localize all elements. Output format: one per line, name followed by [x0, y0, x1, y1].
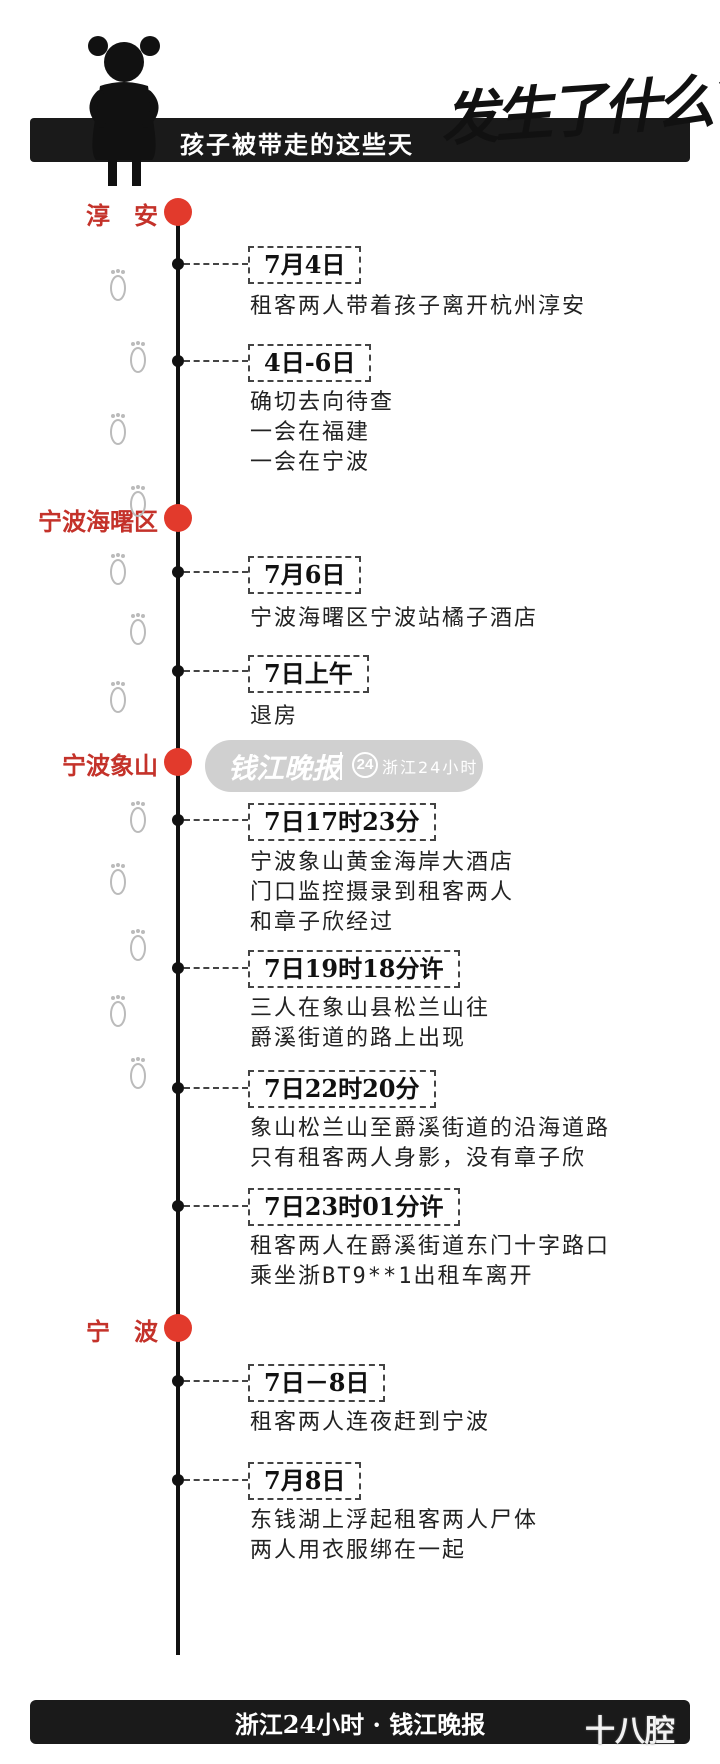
location-marker — [164, 198, 192, 226]
event-description: 宁波象山黄金海岸大酒店 门口监控摄录到租客两人 和章子欣经过 — [250, 850, 515, 935]
event-connector — [184, 1380, 248, 1382]
location-marker — [164, 1314, 192, 1342]
event-connector — [184, 1479, 248, 1481]
event-marker — [172, 258, 184, 270]
location-label-haishu: 宁波海曙区 — [38, 507, 158, 536]
event-date: 7月8日 — [248, 1462, 362, 1500]
event-date: 7月6日 — [248, 556, 362, 594]
event-description: 退房 — [250, 704, 299, 729]
watermark-channel: 浙江24小时 — [382, 758, 479, 777]
event-description: 象山松兰山至爵溪街道的沿海道路 只有租客两人身影，没有章子欣 — [250, 1116, 611, 1171]
event-date: 7日23时01分许 — [248, 1188, 460, 1226]
event-description: 东钱湖上浮起租客两人尸体 两人用衣服绑在一起 — [250, 1508, 539, 1563]
location-marker — [164, 748, 192, 776]
location-label-ningbo: 宁 波 — [86, 1317, 158, 1346]
watermark-paper-name: 钱江晚报 — [228, 752, 341, 785]
watermark-divider — [340, 752, 342, 780]
event-connector — [184, 571, 248, 573]
footprint-icon — [128, 800, 148, 834]
event-marker — [172, 962, 184, 974]
event-marker — [172, 1082, 184, 1094]
event-marker — [172, 355, 184, 367]
footprint-icon — [108, 862, 128, 896]
footprint-icon — [108, 268, 128, 302]
footprint-icon — [108, 680, 128, 714]
event-connector — [184, 1087, 248, 1089]
event-date: 7日－8日 — [248, 1364, 386, 1402]
event-marker — [172, 1200, 184, 1212]
event-connector — [184, 1205, 248, 1207]
event-connector — [184, 263, 248, 265]
event-marker — [172, 566, 184, 578]
footprint-icon — [128, 484, 148, 518]
event-connector — [184, 670, 248, 672]
timeline-line — [176, 205, 180, 1655]
girl-silhouette-icon — [88, 36, 160, 186]
event-marker — [172, 1375, 184, 1387]
footprint-icon — [128, 340, 148, 374]
event-marker — [172, 814, 184, 826]
event-description: 租客两人带着孩子离开杭州淳安 — [250, 294, 587, 319]
24-circle-icon: 24 — [352, 752, 378, 778]
event-description: 租客两人连夜赶到宁波 — [250, 1410, 491, 1435]
location-marker — [164, 504, 192, 532]
event-date: 7日17时23分 — [248, 803, 436, 841]
event-date: 7月4日 — [248, 246, 362, 284]
event-date: 4日-6日 — [248, 344, 372, 382]
footprint-icon — [108, 552, 128, 586]
event-date: 7日22时20分 — [248, 1070, 436, 1108]
event-description: 确切去向待查 一会在福建 一会在宁波 — [250, 390, 395, 475]
footprint-icon — [128, 1056, 148, 1090]
event-connector — [184, 819, 248, 821]
location-label-chunan: 淳 安 — [86, 201, 158, 230]
watermark-pill — [205, 740, 483, 792]
event-description: 租客两人在爵溪街道东门十字路口 乘坐浙BT9**1出租车离开 — [250, 1234, 611, 1289]
event-date: 7日上午 — [248, 655, 369, 693]
footer-text: 浙江24小时 · 钱江晚报 — [234, 1710, 486, 1739]
event-connector — [184, 967, 248, 969]
footprint-icon — [128, 928, 148, 962]
footprint-icon — [128, 612, 148, 646]
event-marker — [172, 665, 184, 677]
location-label-xiangshan: 宁波象山 — [62, 751, 158, 780]
footprint-icon — [108, 412, 128, 446]
page-title: 孩子被带走的这些天 — [180, 130, 414, 159]
event-marker — [172, 1474, 184, 1486]
event-description: 三人在象山县松兰山往 爵溪街道的路上出现 — [250, 996, 491, 1051]
footer-bar — [30, 1700, 690, 1744]
corner-watermark: 十八腔 — [585, 1714, 675, 1749]
event-date: 7日19时18分许 — [248, 950, 460, 988]
event-connector — [184, 360, 248, 362]
footprint-icon — [108, 994, 128, 1028]
event-description: 宁波海曙区宁波站橘子酒店 — [250, 606, 539, 631]
